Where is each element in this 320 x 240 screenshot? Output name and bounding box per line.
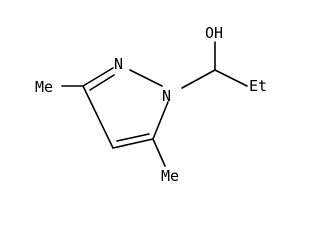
atom-label-methyl-c5: Me bbox=[161, 167, 179, 185]
atom-label-methyl-c3: Me bbox=[35, 78, 53, 96]
bond-c3-c4 bbox=[82, 85, 114, 149]
bond-c5-methyl bbox=[152, 138, 166, 167]
pyrazole-structure-diagram: N N Me Me OH Et bbox=[35, 24, 267, 185]
bond-n1-ch bbox=[181, 69, 216, 89]
bond-c4-c5-double-outer bbox=[112, 138, 154, 149]
bond-n2-c3-double-inner bbox=[89, 74, 115, 91]
bond-c5-n1 bbox=[152, 101, 169, 140]
atom-label-n2: N bbox=[114, 55, 123, 73]
atom-label-ethyl: Et bbox=[249, 77, 267, 95]
bond-c4-c5-double-inner bbox=[116, 133, 150, 142]
atom-label-hydroxyl: OH bbox=[205, 24, 223, 42]
bond-n2-c3-double-outer bbox=[82, 67, 114, 87]
bond-ch-ethyl bbox=[214, 69, 248, 87]
atom-label-n1: N bbox=[162, 87, 171, 105]
bond-n2-n1 bbox=[129, 69, 163, 87]
structure-canvas: N N Me Me OH Et bbox=[35, 24, 268, 185]
